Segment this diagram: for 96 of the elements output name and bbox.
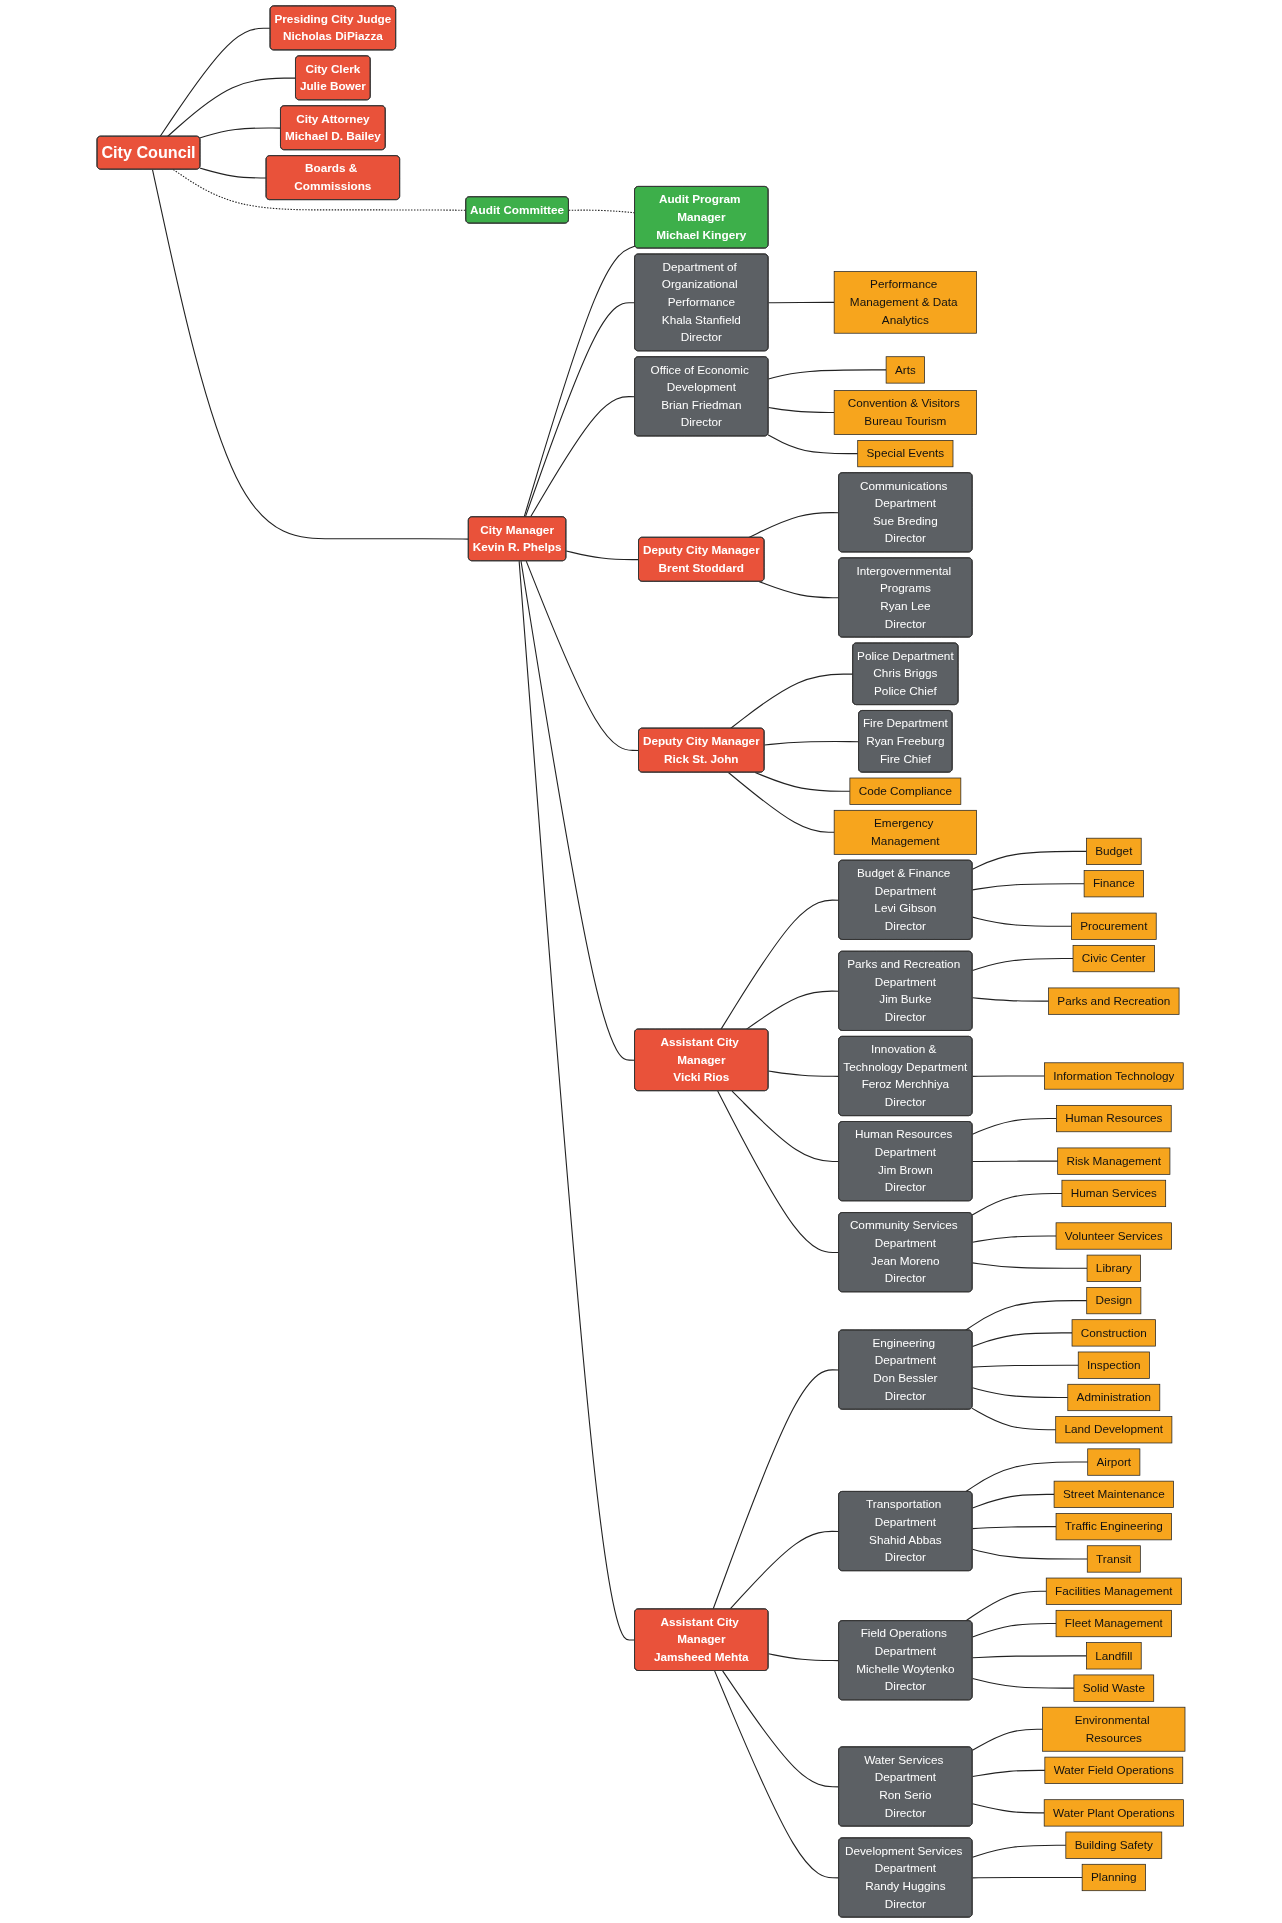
node-box: Volunteer Services (1055, 1222, 1172, 1250)
connector (971, 1387, 1069, 1399)
connector (971, 1876, 1083, 1879)
connector (767, 406, 835, 414)
node-box: Inspection (1077, 1351, 1150, 1379)
node-box: Fleet Management (1055, 1609, 1172, 1638)
connector (729, 673, 854, 729)
node-box: Environmental Resources (1042, 1706, 1186, 1752)
connector (971, 1677, 1075, 1689)
connector (971, 1262, 1088, 1269)
connector (971, 883, 1085, 891)
node-box: Procurement (1071, 912, 1157, 940)
connector (971, 997, 1050, 1002)
connector (971, 916, 1072, 927)
connector (965, 1461, 1089, 1493)
node-box: Facilities Management (1045, 1577, 1182, 1605)
connector (971, 1769, 1046, 1778)
connector (199, 167, 267, 179)
node-box: Human Resources (1056, 1105, 1172, 1133)
connector (523, 245, 636, 518)
connector (565, 550, 640, 561)
connector (971, 1623, 1057, 1638)
connector (714, 1670, 840, 1879)
node-box: Convention & Visitors Bureau Tourism (833, 390, 977, 435)
node-box: Arts (885, 356, 925, 384)
node-box: Street Maintenance (1053, 1480, 1174, 1508)
connector (767, 434, 859, 455)
node-box: Airport (1087, 1448, 1141, 1476)
connector (529, 396, 636, 518)
node-box: Budget (1086, 837, 1142, 865)
connector (199, 127, 282, 139)
node-box: Special Events (857, 440, 954, 468)
connector (971, 1332, 1073, 1347)
connector (525, 560, 640, 752)
connector (720, 899, 840, 1030)
connector (717, 1090, 840, 1254)
connector (712, 1369, 840, 1610)
node-box: Finance (1083, 870, 1144, 898)
connector (971, 1192, 1063, 1216)
node-box: Risk Management (1057, 1147, 1171, 1175)
connector (758, 581, 840, 599)
connector (729, 1530, 840, 1610)
connector (767, 1070, 840, 1077)
node-box: Code Compliance (849, 777, 962, 805)
node-box: Library (1086, 1254, 1141, 1282)
connector (754, 771, 851, 792)
node-box: Planning (1081, 1863, 1146, 1892)
connector (727, 771, 835, 833)
connector (172, 169, 467, 211)
connector (971, 1407, 1057, 1431)
connector (767, 369, 887, 380)
connector (971, 1548, 1088, 1560)
connector (520, 560, 636, 1061)
connector (971, 1728, 1044, 1751)
connector (763, 741, 860, 746)
node-box: Administration (1067, 1383, 1161, 1412)
connector (971, 1526, 1057, 1530)
connector (971, 958, 1074, 972)
node-box: Traffic Engineering (1055, 1513, 1172, 1541)
connector (965, 1590, 1047, 1622)
node-box: Land Development (1055, 1416, 1173, 1444)
node-box: Information Technology (1044, 1062, 1184, 1090)
connector (971, 1493, 1055, 1509)
node-box: Water Plant Operations (1043, 1799, 1184, 1827)
connector (767, 301, 835, 304)
connector (159, 27, 271, 138)
connector (971, 1803, 1045, 1814)
node-box: Building Safety (1065, 1831, 1163, 1859)
node-box: Solid Waste (1073, 1674, 1155, 1702)
connector (971, 1160, 1059, 1163)
connector (745, 990, 840, 1030)
node-box: Transit (1086, 1545, 1141, 1573)
node-box: Emergency Management (833, 809, 977, 855)
connector (971, 1364, 1079, 1368)
connector (524, 302, 636, 518)
connector (767, 1653, 840, 1662)
connector (971, 1118, 1057, 1135)
node-box: Landfill (1086, 1642, 1142, 1670)
connector (166, 77, 297, 138)
node-box: Human Services (1061, 1179, 1167, 1207)
connector (731, 1090, 840, 1163)
node-box: Performance Management & Data Analytics (833, 271, 977, 334)
node-box: Civic Center (1072, 945, 1155, 973)
node-box: Water Field Operations (1044, 1756, 1184, 1784)
connector (971, 1075, 1045, 1077)
node-box: Construction (1071, 1319, 1156, 1347)
connector (518, 560, 636, 1641)
connector (971, 1235, 1057, 1243)
node-box: Parks and Recreation (1048, 987, 1180, 1015)
connector (971, 1655, 1087, 1659)
connector (722, 1670, 840, 1788)
connector (971, 850, 1087, 870)
connector (965, 1300, 1088, 1331)
connector (151, 169, 470, 540)
connector (971, 1844, 1067, 1858)
node-box: Design (1086, 1287, 1142, 1315)
